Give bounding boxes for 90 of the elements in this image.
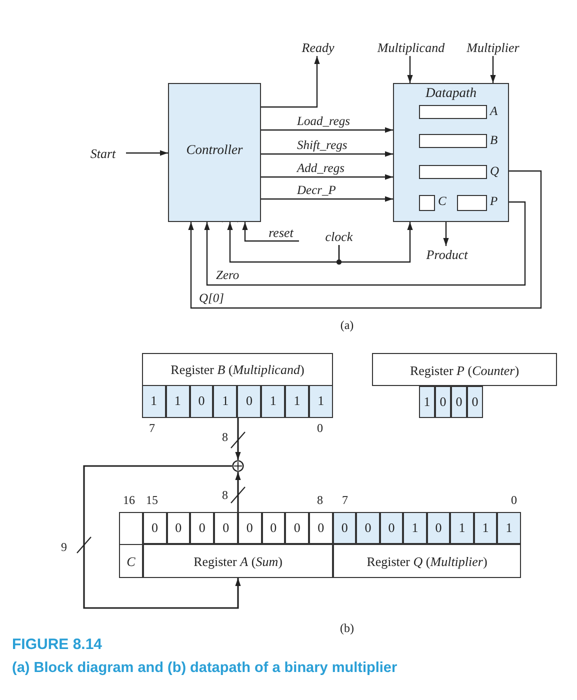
bit-index: 8 (221, 429, 229, 445)
bit-cell: 0 (190, 384, 214, 418)
register-name: A (490, 103, 498, 119)
bit-cell: 1 (285, 384, 309, 418)
signal-label: clock (318, 228, 360, 245)
connector-arrow (338, 222, 413, 263)
bit-cell: 0 (166, 512, 190, 544)
bit-cell: 1 (142, 384, 166, 418)
register-name: Q (490, 163, 500, 179)
signal-name: Shift_regs (296, 138, 348, 152)
bit-cell: 0 (262, 512, 286, 544)
panel-label: (b) (339, 620, 355, 636)
bit-index: 15 (145, 492, 159, 508)
bit-cell: 1 (450, 512, 474, 544)
bit-cell: 0 (332, 512, 356, 544)
signal-name: Add_regs (296, 161, 346, 175)
bit-index: 0 (316, 420, 324, 436)
connector-arrow (188, 170, 542, 309)
bit-cell: 0 (435, 386, 451, 418)
connector-arrow (261, 56, 320, 108)
bit-index: 8 (221, 487, 229, 503)
bit-cell: 0 (467, 386, 483, 418)
bit-cell: 1 (497, 512, 521, 544)
signal-label: Ready (296, 39, 340, 56)
signal-label: Start (80, 145, 126, 162)
panel-label: (a) (339, 316, 355, 334)
figure-number: FIGURE 8.14 (12, 636, 102, 653)
register-name: Register P (Counter) (408, 362, 520, 380)
register-name: P (490, 193, 498, 209)
bit-cell: 1 (403, 512, 427, 544)
bit-cell: 0 (356, 512, 380, 544)
connector-arrow (490, 56, 496, 83)
bit-cell: 1 (261, 384, 286, 418)
bit-cell: 1 (419, 386, 435, 418)
connector-arrow (235, 472, 241, 512)
bit-cell: 0 (309, 512, 333, 544)
bit-index: 9 (60, 539, 68, 555)
bit-cell: 0 (426, 512, 450, 544)
bit-cell: 1 (308, 384, 333, 418)
register-name: C (438, 193, 446, 209)
register-box (142, 353, 333, 418)
bit-cell: 0 (238, 512, 262, 544)
connector-arrow (242, 222, 299, 242)
register-name: Register A (Sum) (192, 553, 284, 571)
bit-index: 7 (341, 492, 349, 508)
connector-arrow (235, 418, 241, 460)
connector-arrow (407, 56, 413, 83)
bit-index: 0 (510, 492, 518, 508)
register-box (119, 512, 143, 578)
connector-arrow (261, 174, 393, 180)
figure-caption: (a) Block diagram and (b) datapath of a binary multiplier (12, 660, 398, 676)
register-name: C (126, 553, 136, 571)
register-box (333, 512, 521, 578)
register-name: B (490, 132, 498, 148)
signal-name: Decr_P (296, 183, 337, 197)
bit-cell: 0 (380, 512, 404, 544)
register-box (372, 353, 557, 386)
connector-arrow (204, 201, 526, 286)
connector-arrow (261, 127, 393, 133)
bit-cell: 1 (166, 384, 190, 418)
block-title: Datapath (424, 85, 478, 101)
bit-cell: 0 (214, 512, 238, 544)
register-name: Register B (Multiplicand) (170, 361, 306, 379)
register-name: Register Q (Multiplier) (366, 553, 488, 571)
bit-cell: 1 (213, 384, 238, 418)
signal-label: Multiplicand (368, 39, 454, 56)
connector-arrow (443, 222, 449, 246)
bit-cell: 0 (451, 386, 467, 418)
connector-arrow (261, 151, 393, 157)
bit-index: 16 (122, 492, 136, 508)
signal-label: Multiplier (456, 39, 530, 56)
signal-name: Load_regs (296, 114, 352, 128)
bit-cell: 0 (237, 384, 262, 418)
signal-name: Q[0] (198, 291, 226, 305)
signal-label: reset (262, 225, 300, 241)
bit-index: 7 (148, 420, 156, 436)
register-box (143, 512, 333, 578)
datapath-block (393, 83, 509, 222)
block-title: Controller (185, 142, 244, 158)
bit-cell: 0 (142, 512, 167, 544)
connector-arrow (261, 196, 393, 202)
connector-arrow (83, 465, 241, 609)
connector-arrow (126, 150, 168, 156)
signal-name: Zero (215, 268, 240, 282)
bit-cell: 0 (285, 512, 310, 544)
bit-index: 8 (316, 492, 324, 508)
bit-cell: 0 (190, 512, 214, 544)
bit-cell: 1 (474, 512, 498, 544)
controller-block (168, 83, 261, 222)
signal-label: Product (419, 246, 475, 263)
